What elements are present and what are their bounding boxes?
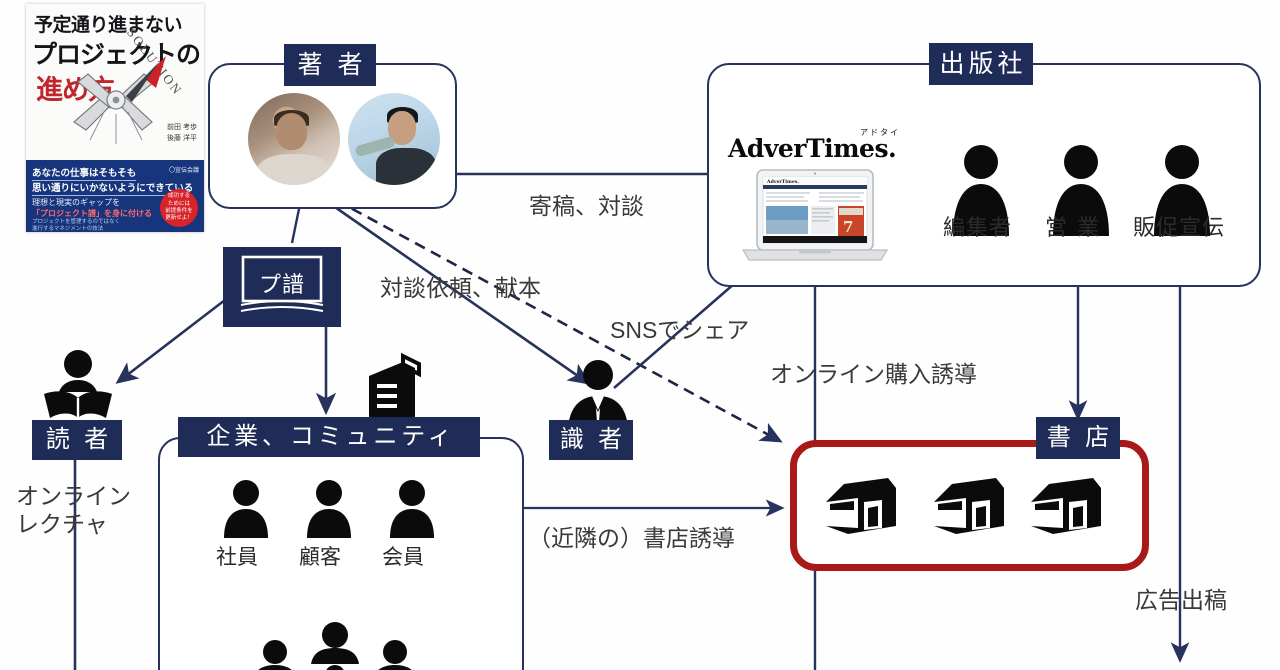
sales-label: 営 業 bbox=[1045, 215, 1102, 240]
edge-author-to-pufu bbox=[290, 203, 302, 244]
author-title-chip[interactable]: 著 者 bbox=[284, 44, 376, 86]
book-publisher-mark: 〇宣伝会議 bbox=[168, 168, 199, 174]
employee-icon bbox=[222, 478, 270, 543]
employee-label: 社員 bbox=[216, 546, 258, 569]
customer-icon bbox=[305, 478, 353, 543]
edge-label-online-lecture: オンライン レクチャ bbox=[16, 482, 131, 538]
edge-label-contribution: 寄稿、対談 bbox=[529, 193, 644, 219]
book-cover-image: 予定通り進まない プロジェクトの 進め方 SOLUTION bbox=[26, 4, 204, 232]
edge-label-interview-request: 対談依頼、献本 bbox=[380, 275, 541, 301]
compass-illustration bbox=[73, 56, 166, 144]
editor-label: 編集者 bbox=[943, 215, 1013, 240]
member-label: 会員 bbox=[382, 546, 424, 569]
sales-icon bbox=[1050, 140, 1112, 241]
book-authors: 前田 考歩後藤 洋平 bbox=[167, 124, 197, 142]
advertimes-ruby: アドタイ bbox=[860, 128, 900, 137]
member-icon bbox=[388, 478, 436, 543]
community-group-icon bbox=[245, 620, 425, 670]
edge-author-to-expert bbox=[331, 203, 591, 385]
book-obi-seal: 成功するためには前提条件を更新せよ！ bbox=[160, 189, 198, 227]
bookstore-shop-icon-3 bbox=[1027, 474, 1105, 543]
company-title-chip[interactable]: 企業、コミュニティ bbox=[178, 417, 480, 457]
book-obi-line3: 理想と現実のギャップを bbox=[32, 198, 120, 207]
book-title-line1: 予定通り進まない bbox=[34, 15, 183, 36]
svg-text:7: 7 bbox=[843, 218, 853, 236]
expert-title-chip[interactable]: 識 者 bbox=[549, 420, 633, 460]
edge-label-sns-share: SNSでシェア bbox=[610, 317, 750, 343]
advertimes-logo: アドタイ AdverTimes. bbox=[728, 128, 908, 163]
book-obi-line1: あなたの仕事はそもそも bbox=[32, 165, 137, 181]
reader-icon bbox=[40, 346, 116, 427]
book-title-line2: プロジェクトの bbox=[32, 41, 201, 69]
laptop-mockup-icon: AdverTimes. 7 bbox=[735, 166, 895, 276]
author-portrait-2 bbox=[348, 93, 440, 185]
customer-label: 顧客 bbox=[299, 546, 341, 569]
bookstore-shop-icon-2 bbox=[930, 474, 1008, 543]
promotion-icon bbox=[1151, 140, 1213, 241]
book-obi-line4: 「プロジェクト譜」を身に付ける bbox=[32, 209, 152, 218]
edge-label-online-lecture-line2: レクチャ bbox=[16, 511, 108, 538]
open-book-outline-icon bbox=[240, 255, 324, 312]
publisher-title-chip[interactable]: 出版社 bbox=[929, 43, 1033, 85]
editor-icon bbox=[950, 140, 1012, 241]
book-obi-band: 〇宣伝会議 あなたの仕事はそもそも 思い通りにいかないようにできている 理想と現… bbox=[26, 160, 204, 232]
advertimes-wordmark: AdverTimes. bbox=[728, 134, 897, 163]
reader-title-chip[interactable]: 読 者 bbox=[32, 420, 122, 460]
edge-pufu-to-reader bbox=[115, 288, 239, 384]
edge-label-online-lecture-line1: オンライン bbox=[16, 483, 131, 509]
edge-author-to-bookstore-dashed bbox=[335, 198, 783, 443]
pufu-label: プ譜 bbox=[258, 272, 305, 297]
svg-text:AdverTimes.: AdverTimes. bbox=[766, 179, 799, 185]
edge-label-online-purchase: オンライン購入誘導 bbox=[770, 361, 977, 387]
bookstore-title-chip[interactable]: 書 店 bbox=[1036, 417, 1120, 459]
edge-label-nearby-bookstore: （近隣の）書店誘導 bbox=[528, 525, 735, 551]
book-cover-front: 予定通り進まない プロジェクトの 進め方 SOLUTION bbox=[26, 4, 204, 160]
bookstore-shop-icon-1 bbox=[822, 474, 900, 543]
book-obi-line5: プロジェクトを管理するのではなく進行するマネジメントの技法 bbox=[32, 219, 121, 232]
pufu-book-icon[interactable]: プ譜 bbox=[223, 247, 341, 327]
promotion-label: 販促宣伝 bbox=[1133, 215, 1226, 240]
book-obi-line2: 思い通りにいかないようにできている bbox=[32, 180, 194, 196]
author-portrait-1 bbox=[248, 93, 340, 185]
edge-label-ad-placement: 広告出稿 bbox=[1135, 587, 1227, 613]
